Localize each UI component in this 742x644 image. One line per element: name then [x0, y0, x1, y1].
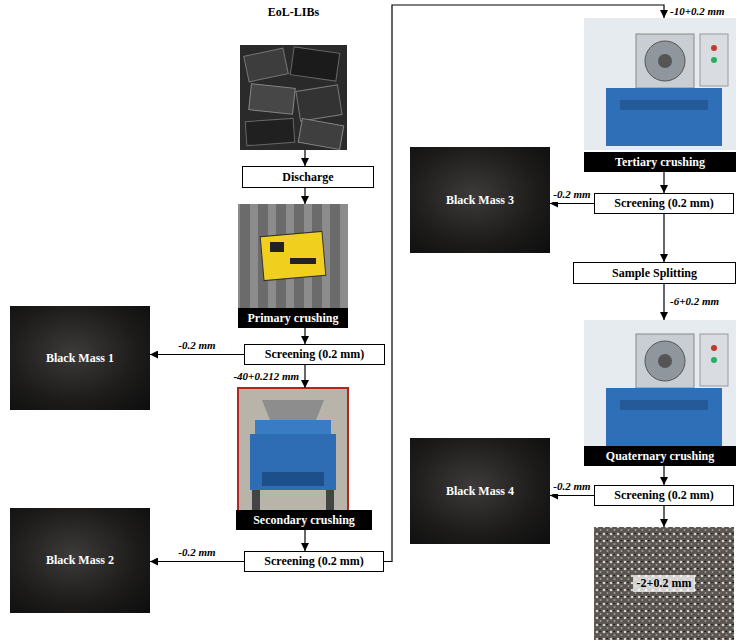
photo-detail	[711, 345, 717, 351]
photo-detail	[240, 45, 347, 150]
photo-detail	[700, 34, 728, 86]
cutting-mill-photo	[584, 320, 736, 448]
photo-detail	[606, 88, 722, 146]
size-fraction-label: -6+0.2 mm	[669, 295, 720, 308]
photo-detail	[636, 334, 694, 388]
flow-arrow	[304, 150, 305, 166]
photo-detail	[290, 47, 339, 81]
black-mass-image: Black Mass 1	[10, 306, 150, 410]
flow-arrow	[304, 188, 305, 204]
flow-arrow	[304, 530, 305, 551]
size-fraction-label: -0.2 mm	[552, 188, 591, 201]
cutting-mill-photo	[584, 18, 736, 150]
photo-detail	[296, 85, 342, 121]
node-text: Screening (0.2 mm)	[265, 347, 364, 361]
node-text: Screening (0.2 mm)	[264, 554, 363, 568]
granulator-photo	[238, 388, 348, 512]
size-fraction-label: -0.2 mm	[552, 480, 591, 493]
node-text: Sample Splitting	[612, 266, 697, 280]
battery-pile-photo	[240, 45, 347, 150]
photo-detail	[326, 490, 334, 510]
process-box: Screening (0.2 mm)	[244, 551, 384, 572]
photo-detail	[711, 57, 717, 63]
node-text: Primary crushing	[238, 308, 348, 328]
photo-detail	[249, 84, 295, 114]
flow-arrow	[550, 203, 594, 204]
photo-detail	[290, 258, 316, 264]
node-text: Tertiary crushing	[584, 152, 736, 172]
photo-detail	[658, 354, 672, 368]
process-box: Discharge	[242, 166, 374, 188]
flow-arrow	[663, 284, 664, 320]
node-text: Secondary crushing	[236, 510, 372, 530]
photo-detail	[245, 118, 295, 145]
node-text: Discharge	[282, 170, 333, 184]
photo-detail	[262, 400, 324, 420]
flow-arrow	[550, 495, 594, 496]
flow-arrow	[150, 354, 244, 355]
size-fraction-label: -0.2 mm	[177, 339, 216, 352]
process-box: Screening (0.2 mm)	[594, 193, 734, 214]
photo-detail	[700, 334, 728, 386]
photo-detail	[330, 204, 340, 308]
photo-detail	[606, 388, 722, 446]
process-box: Screening (0.2 mm)	[594, 485, 734, 506]
node-text: Quaternary crushing	[584, 446, 736, 466]
photo-detail	[620, 400, 708, 410]
black-mass-image: Black Mass 4	[410, 438, 550, 544]
photo-detail	[250, 434, 336, 490]
shredder-photo	[238, 204, 348, 308]
crushing-photo: Secondary crushing	[236, 388, 372, 530]
node-text: Black Mass 3	[446, 193, 514, 207]
process-box: Sample Splitting	[573, 262, 736, 284]
photo-detail	[252, 490, 260, 510]
size-fraction-label: -0.2 mm	[177, 546, 216, 559]
photo-detail	[240, 204, 250, 308]
photo-detail	[584, 18, 736, 150]
flow-arrow	[150, 561, 244, 562]
product-photo	[594, 527, 734, 640]
photo-detail	[594, 527, 734, 640]
flow-arrow	[663, 214, 664, 262]
flow-arrow	[304, 365, 305, 388]
size-fraction-label: -40+0.212 mm	[232, 370, 300, 383]
photo-detail	[262, 472, 324, 486]
input-photo: EoL-LIBs	[240, 5, 347, 150]
photo-detail	[238, 388, 348, 512]
flow-arrow	[304, 328, 305, 344]
photo-detail	[645, 41, 685, 81]
photo-detail	[658, 54, 672, 68]
node-text: Screening (0.2 mm)	[614, 488, 713, 502]
photo-detail	[711, 357, 717, 363]
crushing-photo: Primary crushing	[238, 204, 348, 328]
photo-detail	[244, 48, 289, 82]
node-text: Black Mass 1	[46, 351, 114, 365]
photo-detail	[298, 119, 344, 150]
node-text: Black Mass 2	[46, 553, 114, 567]
crushing-photo: Quaternary crushing	[584, 320, 736, 466]
photo-detail	[584, 320, 736, 448]
flow-arrow	[663, 172, 664, 193]
node-text: EoL-LIBs	[268, 5, 319, 19]
node-text: Screening (0.2 mm)	[614, 196, 713, 210]
size-fraction-label: -10+0.2 mm	[669, 5, 726, 18]
photo-detail	[270, 242, 284, 252]
photo-detail	[645, 341, 685, 381]
flow-arrow	[663, 466, 664, 485]
node-text: Black Mass 4	[446, 484, 514, 498]
process-box: Screening (0.2 mm)	[244, 344, 385, 365]
black-mass-image: Black Mass 2	[10, 508, 150, 613]
photo-detail	[255, 420, 331, 434]
photo-detail	[636, 34, 694, 88]
flow-arrow	[663, 506, 664, 527]
photo-detail	[260, 231, 326, 280]
node-text: -2+0.2 mm	[633, 575, 696, 591]
product-image: -2+0.2 mm	[594, 527, 734, 640]
black-mass-image: Black Mass 3	[410, 147, 550, 253]
photo-detail	[238, 204, 348, 308]
crushing-photo: Tertiary crushing	[584, 18, 736, 172]
photo-detail	[620, 100, 708, 110]
photo-detail	[711, 45, 717, 51]
